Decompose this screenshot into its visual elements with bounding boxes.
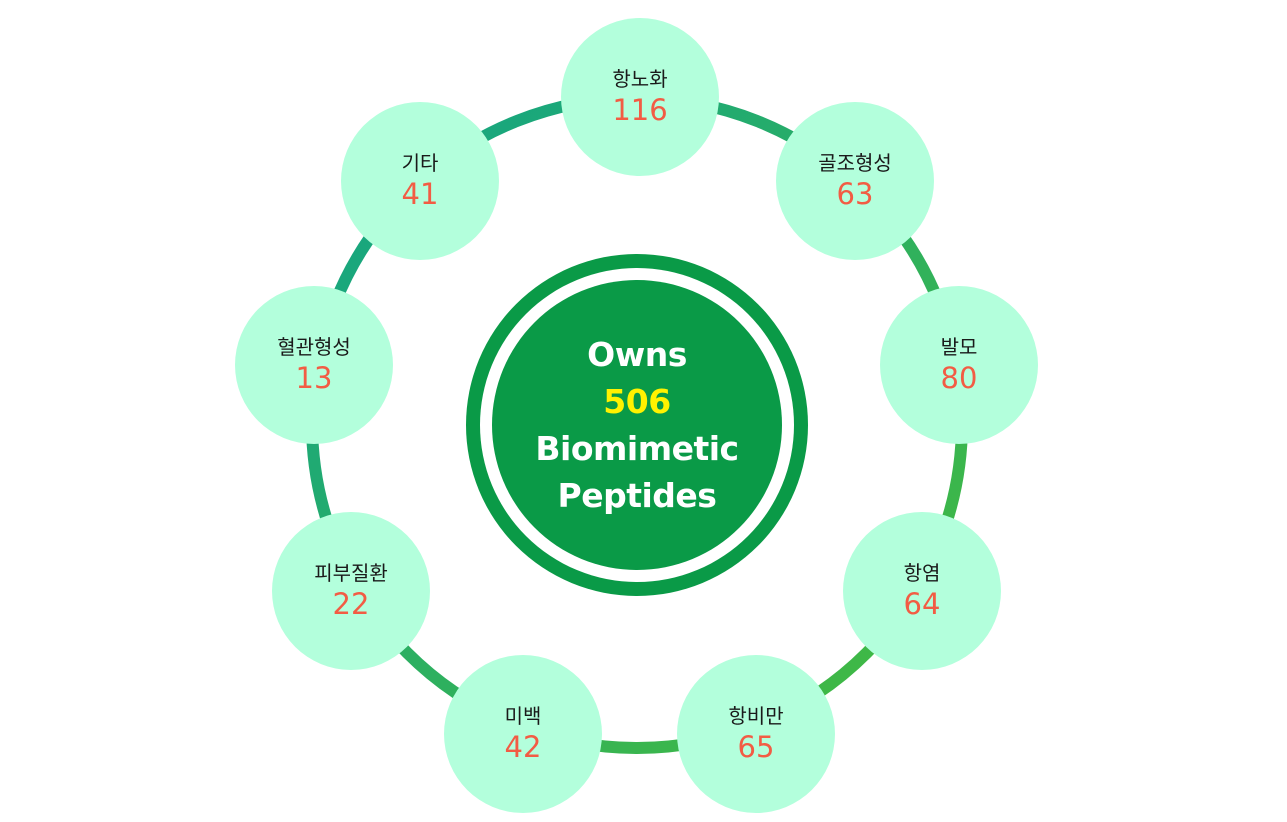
category-value: 22 — [332, 587, 370, 621]
category-label: 피부질환 — [314, 561, 388, 585]
center-total-count: 506 — [603, 382, 671, 421]
category-label: 항노화 — [612, 67, 668, 91]
category-value: 42 — [504, 730, 542, 764]
category-node-angiogenesis: 혈관형성 13 — [235, 286, 393, 444]
category-value: 80 — [940, 361, 978, 395]
category-node-other: 기타 41 — [341, 102, 499, 260]
center-hub: Owns 506 Biomimetic Peptides — [492, 280, 782, 570]
category-node-hair-growth: 발모 80 — [880, 286, 1038, 444]
category-node-bone-formation: 골조형성 63 — [776, 102, 934, 260]
category-label: 미백 — [504, 704, 542, 728]
category-label: 골조형성 — [818, 151, 892, 175]
center-line-peptides: Peptides — [557, 476, 717, 515]
center-line-biomimetic: Biomimetic — [535, 429, 739, 468]
category-value: 13 — [295, 361, 333, 395]
category-label: 기타 — [401, 151, 439, 175]
category-value: 41 — [401, 177, 439, 211]
category-value: 116 — [612, 93, 668, 127]
category-value: 64 — [903, 587, 941, 621]
category-node-anti-obesity: 항비만 65 — [677, 655, 835, 813]
category-label: 항비만 — [728, 704, 784, 728]
category-node-skin-disease: 피부질환 22 — [272, 512, 430, 670]
category-node-whitening: 미백 42 — [444, 655, 602, 813]
category-value: 63 — [836, 177, 874, 211]
category-value: 65 — [737, 730, 775, 764]
category-label: 혈관형성 — [277, 335, 351, 359]
center-line-owns: Owns — [587, 335, 687, 374]
category-label: 항염 — [903, 561, 941, 585]
category-node-anti-aging: 항노화 116 — [561, 18, 719, 176]
category-label: 발모 — [940, 335, 978, 359]
category-node-anti-inflammation: 항염 64 — [843, 512, 1001, 670]
